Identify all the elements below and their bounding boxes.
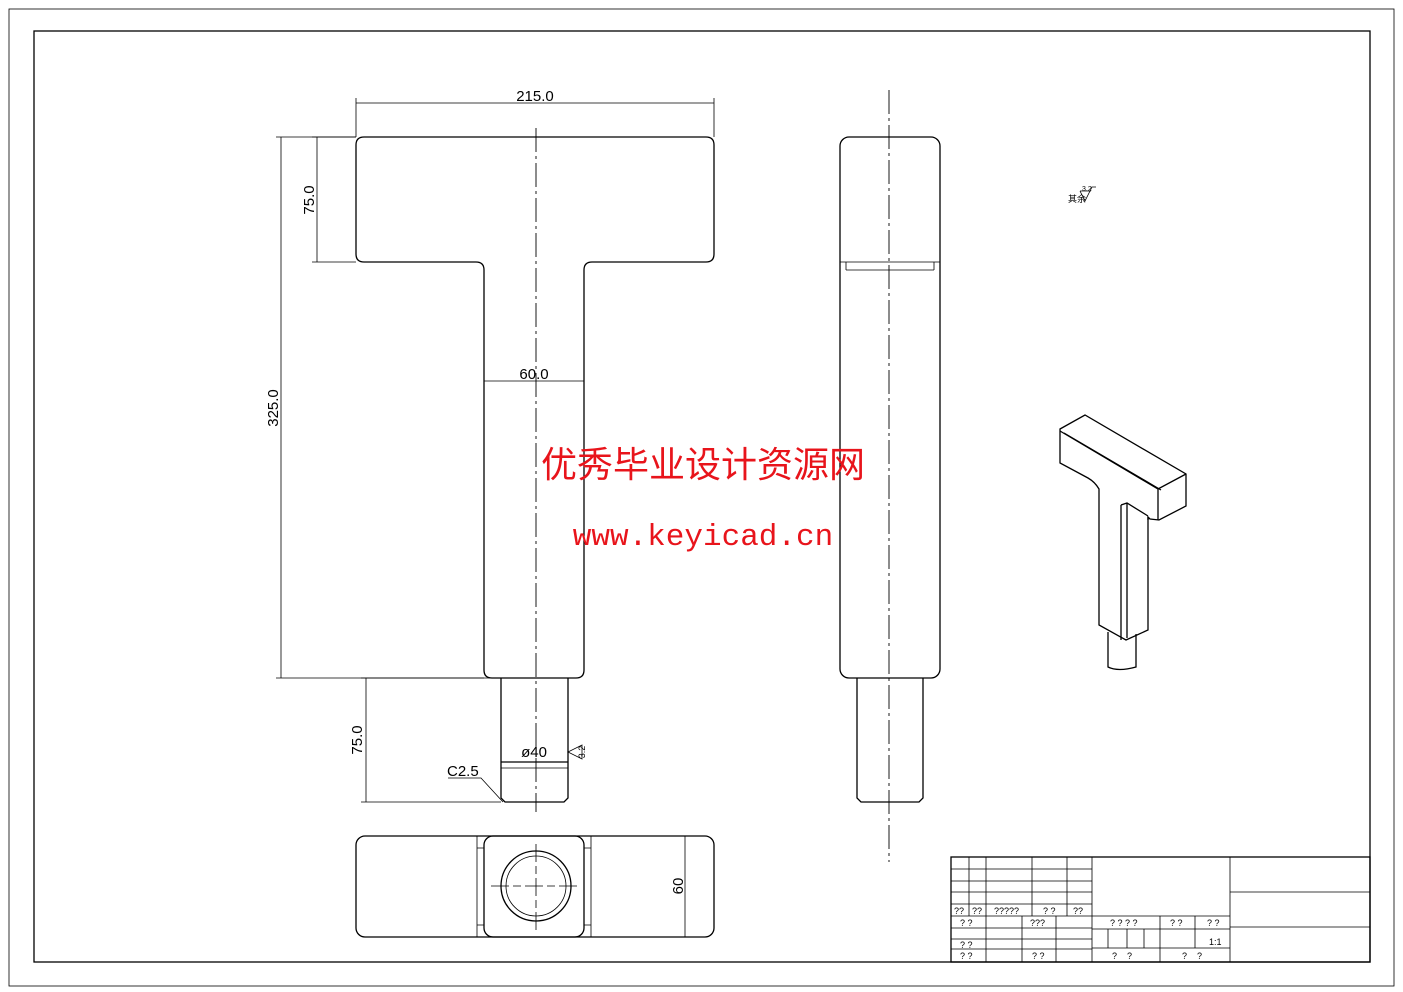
dim-chamfer: C2.5: [447, 763, 479, 780]
dim-top-60: 60: [670, 878, 687, 895]
front-view: 215.0 75.0 325.0 60.0 75.0 ø40 C2.5 3.2: [265, 88, 715, 812]
shaft-outline: [500, 678, 569, 803]
dim-line-75-shaft: [361, 677, 501, 803]
drawing-frame: [33, 30, 1371, 963]
tb-r2-c1: ? ?: [960, 918, 973, 928]
roughness-general-icon: [1079, 186, 1096, 202]
side-shaft: [856, 678, 924, 803]
dim-line-325: [276, 136, 484, 679]
roughness-general-label: 其余: [1068, 193, 1086, 204]
tb-r2-c4: ? ?: [1170, 918, 1183, 928]
dim-215: 215.0: [516, 88, 554, 105]
isometric-view: [1059, 414, 1187, 671]
side-view: [839, 90, 941, 862]
watermark-url[interactable]: www.keyicad.cn: [573, 520, 833, 555]
tb-r4-c4: ? ?: [1182, 951, 1202, 961]
tb-r1-c3: ?????: [994, 906, 1019, 916]
dim-325: 325.0: [265, 389, 282, 427]
tb-r2-c3: ? ? ? ?: [1110, 918, 1138, 928]
tb-scale: 1:1: [1209, 937, 1222, 947]
top-centerlines: [491, 844, 578, 930]
tb-r1-c5: ??: [1073, 906, 1083, 916]
roughness-value: 3.2: [577, 746, 587, 759]
tb-r2-c5: ? ?: [1207, 918, 1220, 928]
tb-r3-c1: ? ?: [960, 940, 973, 950]
dim-75-shaft: 75.0: [349, 725, 366, 754]
roughness-general-value: 3.2: [1082, 186, 1092, 193]
tb-r1-c2: ??: [972, 906, 982, 916]
tb-r4-c3: ? ?: [1112, 951, 1132, 961]
tb-r2-c2: ???: [1030, 918, 1045, 928]
dim-line-215: [355, 98, 715, 137]
chamfer-leader: [448, 777, 504, 803]
tb-r4-c1: ? ?: [960, 951, 973, 961]
dim-60: 60.0: [519, 366, 548, 383]
tb-r1-c4: ? ?: [1043, 906, 1056, 916]
top-view: 60: [355, 835, 715, 938]
side-body: [839, 136, 941, 679]
t-handle-outline: [355, 136, 715, 679]
roughness-symbol-icon: [567, 744, 583, 760]
tb-r1-c1: ??: [954, 906, 964, 916]
dim-line-75-head: [312, 136, 356, 263]
title-block: ?? ?? ????? ? ? ?? ? ? ??? ? ? ? ? ? ? ?…: [950, 856, 1371, 963]
dim-dia40: ø40: [521, 744, 547, 761]
general-roughness-note: 其余 3.2: [1068, 186, 1096, 204]
side-step-lines: [840, 261, 940, 271]
top-step-lines: [476, 836, 592, 937]
watermark-title: 优秀毕业设计资源网: [541, 445, 865, 486]
outer-border: [8, 8, 1395, 987]
tb-r4-c2: ? ?: [1032, 951, 1045, 961]
top-stem-square: [483, 835, 585, 938]
dim-75-head: 75.0: [301, 185, 318, 214]
